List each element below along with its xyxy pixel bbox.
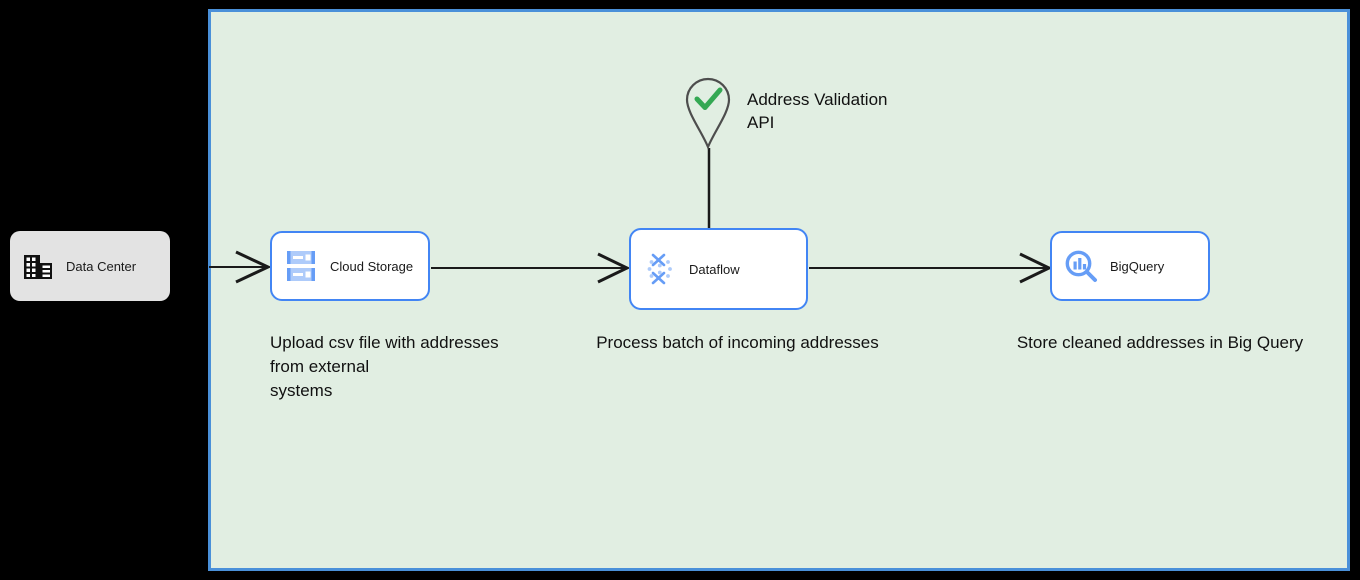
map-pin-check-icon: [684, 76, 732, 155]
node-label-data-center: Data Center: [66, 258, 137, 274]
caption-bigquery: Store cleaned addresses in Big Query: [1016, 333, 1304, 352]
caption-dataflow: Process batch of incoming addresses: [596, 333, 879, 352]
caption-cloud-storage: Upload csv file with addresses from exte…: [270, 333, 499, 400]
node-label-dataflow: Dataflow: [689, 261, 740, 277]
annotation-address-validation-api[interactable]: Address Validation API: [684, 76, 888, 155]
node-dataflow[interactable]: Dataflow: [629, 228, 808, 310]
bigquery-icon: [1052, 249, 1110, 283]
node-label-cloud-storage: Cloud Storage: [330, 258, 414, 274]
dataflow-icon: [631, 252, 689, 286]
annotation-label-address-validation-api: Address Validation API: [747, 90, 888, 132]
cloud-storage-icon: [272, 249, 330, 283]
node-label-bigquery: BigQuery: [1110, 258, 1165, 274]
node-cloud-storage[interactable]: Cloud Storage: [270, 231, 430, 301]
node-bigquery[interactable]: BigQuery: [1050, 231, 1210, 301]
data-center-icon: [10, 252, 66, 280]
node-data-center[interactable]: Data Center: [10, 231, 170, 301]
